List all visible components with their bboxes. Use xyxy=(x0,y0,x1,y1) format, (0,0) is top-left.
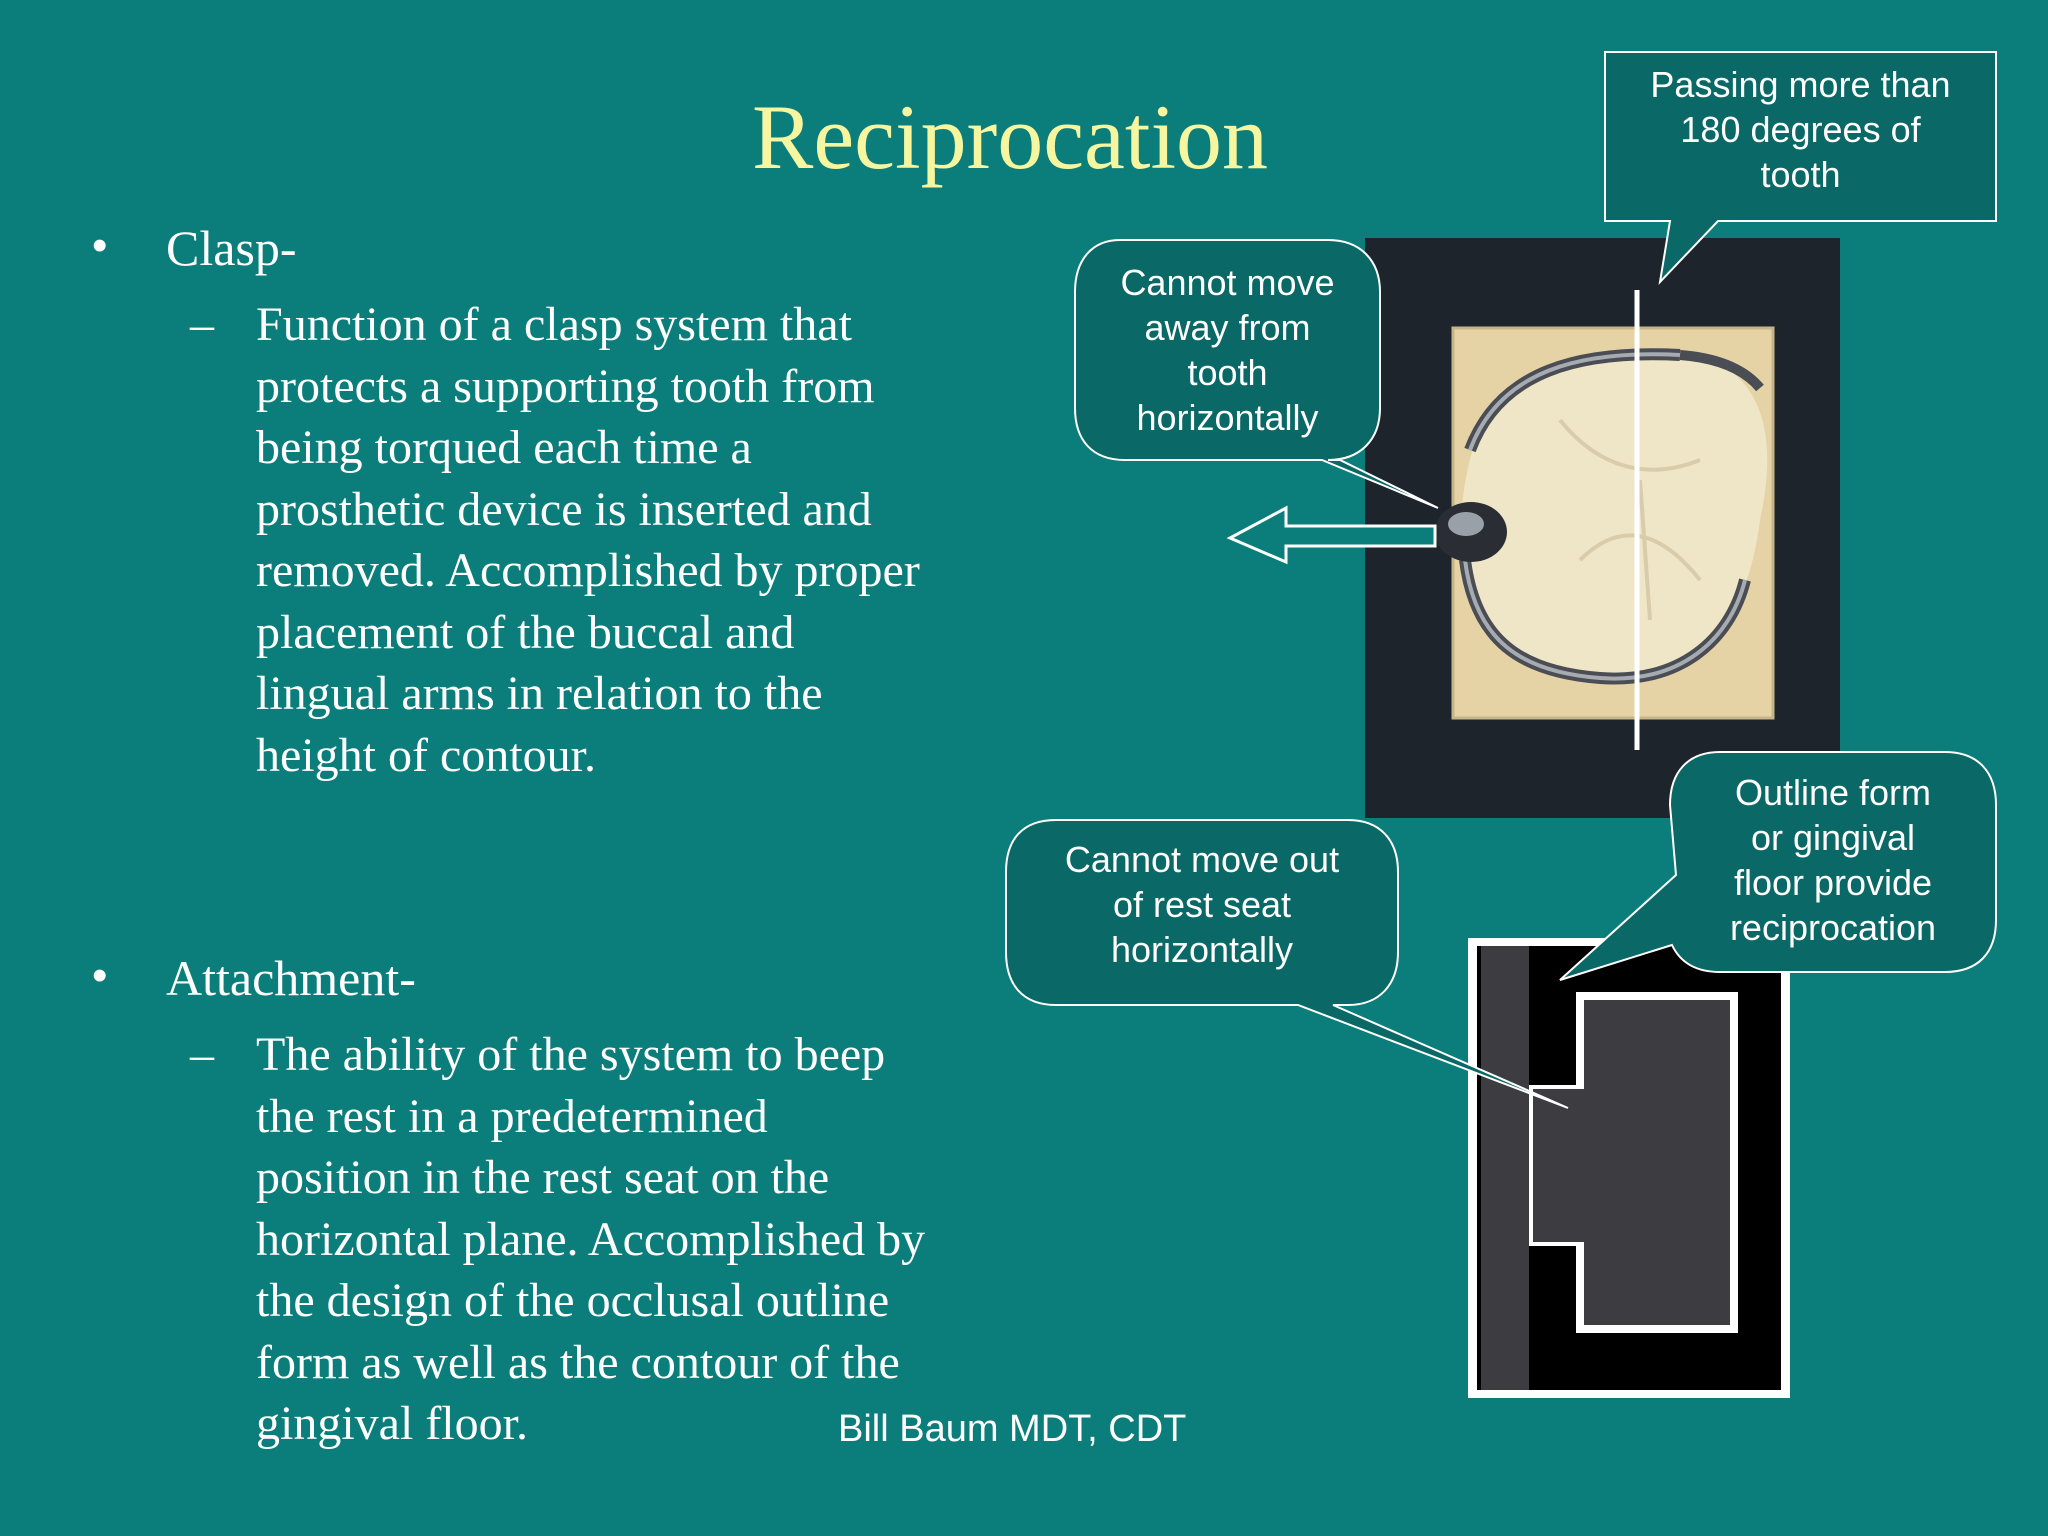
callout-line: Cannot move out xyxy=(1064,839,1340,880)
callout-line: horizontally xyxy=(1110,929,1294,970)
attachment-diagram xyxy=(1468,938,1790,1398)
callout-passing-text: Passing more than 180 degrees of tooth xyxy=(1605,62,1996,197)
text-line: form as well as the contour of the xyxy=(256,1335,900,1389)
text-line: The ability of the system to beep xyxy=(256,1028,886,1081)
author-footer: Bill Baum MDT, CDT xyxy=(838,1408,1187,1450)
callout-line: Cannot move xyxy=(1120,262,1335,303)
callout-line: horizontally xyxy=(1136,397,1319,438)
slide-title: Reciprocation xyxy=(751,86,1269,188)
text-line: gingival floor. xyxy=(256,1397,528,1450)
dash-icon: – xyxy=(190,298,214,351)
text-line: horizontal plane. Accomplished by xyxy=(256,1212,926,1266)
bullet-label: Attachment- xyxy=(166,950,416,1006)
callout-line: away from xyxy=(1144,307,1311,348)
callout-line: of rest seat xyxy=(1112,884,1292,925)
callout-passing-bubble xyxy=(1604,51,1997,286)
dash-icon: – xyxy=(190,1028,214,1081)
text-line: position in the rest seat on the xyxy=(256,1151,830,1204)
callout-cannot-move-away-text: Cannot move away from tooth horizontally xyxy=(1075,260,1380,440)
tooth-photo xyxy=(1365,238,1840,818)
text-line: the rest in a predetermined xyxy=(256,1089,768,1143)
callout-line: tooth xyxy=(1760,154,1841,195)
text-line: being torqued each time a xyxy=(256,421,752,474)
callout-line: or gingival xyxy=(1750,817,1916,858)
callout-line: Outline form xyxy=(1734,772,1932,813)
callout-line: Passing more than xyxy=(1650,64,1951,105)
text-line: lingual arms in relation to the xyxy=(256,667,823,720)
text-line: height of contour. xyxy=(256,728,596,782)
callout-outline-form-bubble xyxy=(1559,751,1997,981)
callout-line: tooth xyxy=(1187,352,1268,393)
left-arrow-icon xyxy=(1226,505,1437,565)
bullet-label: Clasp- xyxy=(166,220,297,276)
callout-line: floor provide xyxy=(1733,862,1933,903)
callout-line: 180 degrees of xyxy=(1680,109,1921,150)
callout-cannot-move-out-bubble xyxy=(1005,819,1569,1109)
text-line: Function of a clasp system that xyxy=(256,298,852,351)
callout-cannot-move-out-text: Cannot move out of rest seat horizontall… xyxy=(1006,837,1398,972)
text-line: placement of the buccal and xyxy=(256,605,795,659)
text-line: protects a supporting tooth from xyxy=(256,359,875,413)
bullet-dot-icon: • xyxy=(92,221,108,270)
text-line: removed. Accomplished by proper xyxy=(256,544,920,597)
text-line: the design of the occlusal outline xyxy=(256,1274,890,1327)
callout-cannot-move-away-bubble xyxy=(1074,239,1439,509)
text-line: prosthetic device is inserted and xyxy=(256,482,872,536)
callout-line: reciprocation xyxy=(1729,907,1937,948)
callout-outline-form-text: Outline form or gingival floor provide r… xyxy=(1670,770,1996,950)
bullet-dot-icon: • xyxy=(92,951,108,1000)
